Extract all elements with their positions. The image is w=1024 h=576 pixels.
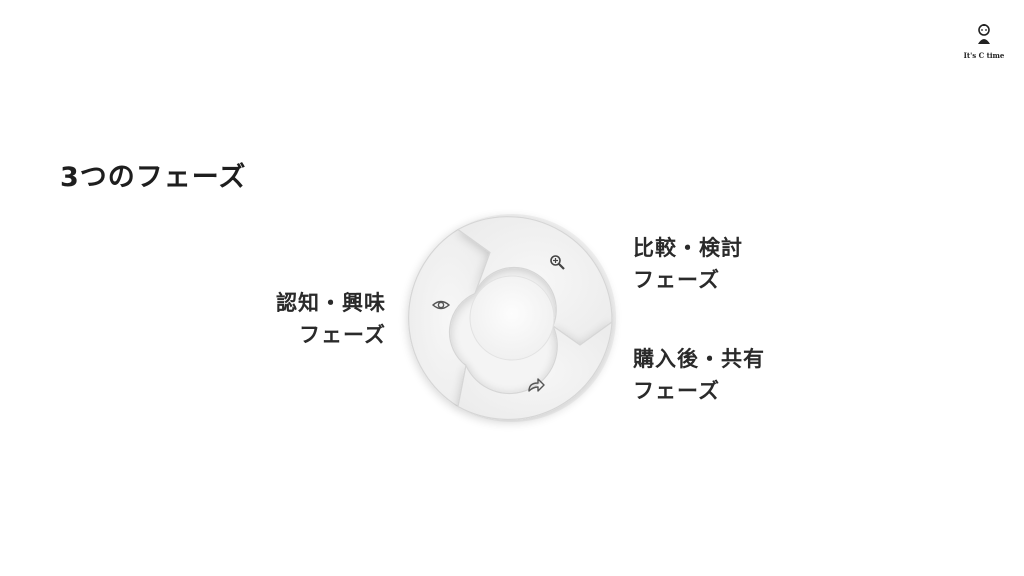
eye-icon bbox=[431, 300, 451, 310]
share-arrow-icon bbox=[528, 378, 545, 392]
phase-sharing-title: 購入後・共有 bbox=[633, 347, 765, 371]
logo-text: It's C time bbox=[963, 51, 1005, 60]
mascot-icon bbox=[978, 24, 990, 44]
phase-label-comparison: 比較・検討 フェーズ bbox=[633, 232, 743, 296]
search-icon bbox=[550, 255, 565, 270]
brand-logo: It's C time bbox=[956, 22, 1012, 60]
phase-comparison-suffix: フェーズ bbox=[633, 268, 720, 292]
page-title: 3つのフェーズ bbox=[60, 162, 247, 193]
segment-sharing bbox=[457, 320, 613, 420]
phase-label-awareness: 認知・興味 フェーズ bbox=[262, 287, 386, 351]
phase-comparison-title: 比較・検討 bbox=[633, 236, 743, 260]
phase-awareness-title: 認知・興味 bbox=[276, 291, 386, 315]
segment-awareness bbox=[408, 228, 491, 408]
ring-center bbox=[469, 275, 555, 361]
phase-sharing-suffix: フェーズ bbox=[633, 379, 720, 403]
phase-label-sharing: 購入後・共有 フェーズ bbox=[633, 343, 765, 407]
phase-awareness-suffix: フェーズ bbox=[299, 323, 386, 347]
